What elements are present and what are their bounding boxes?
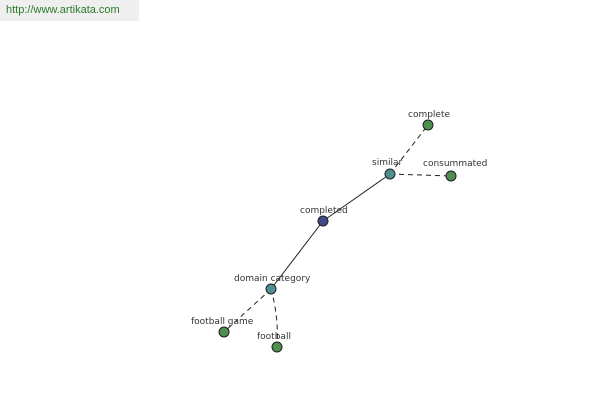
edge-completed-similar [322, 173, 391, 222]
edge-completed-domain-category [270, 220, 324, 290]
node-football-circle [271, 341, 283, 353]
edge-similar-complete [389, 124, 429, 175]
node-domain-category[interactable]: domain category [234, 274, 311, 295]
edge-similar-consummated [389, 173, 452, 177]
node-complete[interactable]: complete [408, 110, 451, 131]
node-complete-label: complete [408, 110, 451, 120]
node-football-game[interactable]: football game [191, 317, 254, 338]
node-completed-label: completed [300, 206, 348, 216]
node-consummated[interactable]: consummated [423, 159, 487, 182]
node-consummated-label: consummated [423, 159, 487, 169]
nodes-layer: completed similar domain category comple… [191, 110, 487, 353]
node-consummated-circle [445, 170, 457, 182]
node-similar[interactable]: similar [372, 158, 402, 180]
node-completed-circle [317, 215, 329, 227]
node-similar-label: similar [372, 158, 402, 168]
node-complete-circle [422, 119, 434, 131]
edge-domain-category-football-game [223, 288, 272, 333]
node-completed[interactable]: completed [300, 206, 348, 227]
node-football-game-circle [218, 326, 230, 338]
node-football[interactable]: football [257, 332, 291, 353]
node-football-label: football [257, 332, 291, 342]
node-domain-category-circle [265, 283, 277, 295]
node-similar-circle [384, 168, 396, 180]
node-football-game-label: football game [191, 317, 254, 327]
node-domain-category-label: domain category [234, 274, 311, 284]
source-link[interactable]: http://www.artikata.com [0, 0, 139, 21]
edges-layer [223, 124, 452, 348]
